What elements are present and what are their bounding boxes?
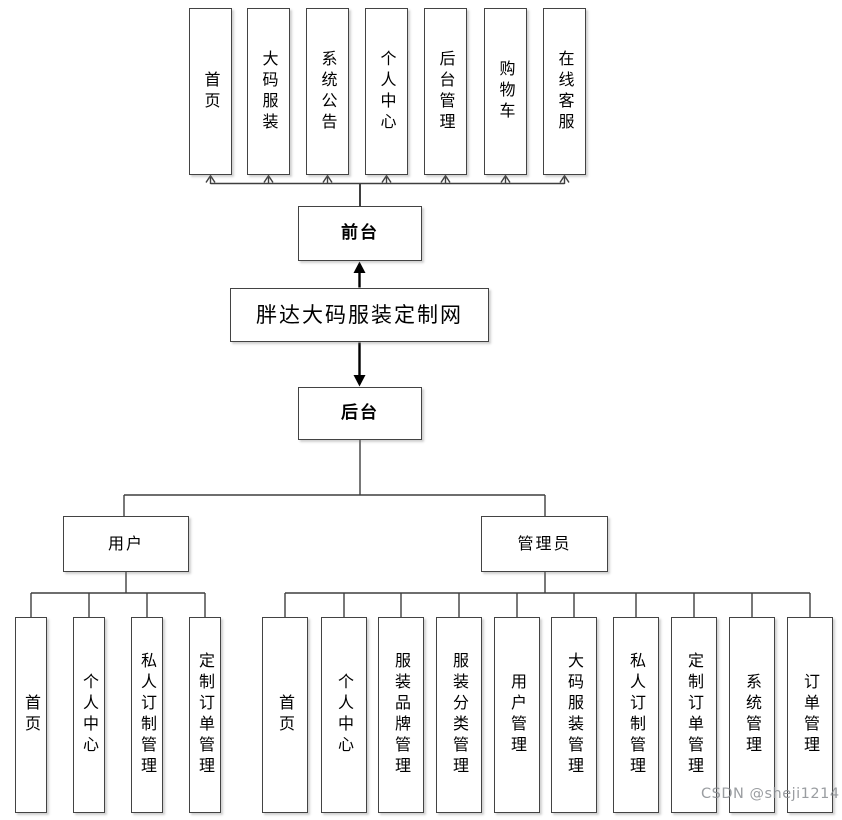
top-box-system-announcement: 系统公告 (306, 8, 349, 175)
top-box-plus-size-clothing-label: 大码服装 (259, 49, 279, 134)
arrow-up-chevron-icons (205, 174, 570, 183)
user-tree-lines (30, 572, 206, 617)
top-box-system-announcement-label: 系统公告 (318, 49, 338, 134)
admin-box-personal-center-label: 个人中心 (335, 673, 354, 757)
user-box-personal-center: 个人中心 (73, 617, 105, 813)
admin-box-user-management: 用户管理 (494, 617, 540, 813)
top-box-shopping-cart-label: 购物车 (496, 60, 516, 123)
user-role-label: 用户 (107, 534, 144, 553)
admin-box-personal-center: 个人中心 (321, 617, 367, 813)
top-box-plus-size-clothing: 大码服装 (247, 8, 290, 175)
user-box-home-label: 首页 (22, 694, 41, 736)
admin-box-home-label: 首页 (276, 694, 295, 736)
admin-role-box: 管理员 (481, 516, 608, 572)
user-box-private-customization-management-label: 私人订制管理 (138, 652, 157, 778)
top-box-personal-center: 个人中心 (365, 8, 408, 175)
admin-box-private-customization-management: 私人订制管理 (613, 617, 659, 813)
admin-box-private-customization-management-label: 私人订制管理 (627, 652, 646, 778)
admin-role-label: 管理员 (517, 534, 572, 553)
user-box-personal-center-label: 个人中心 (80, 673, 99, 757)
admin-box-system-management-label: 系统管理 (743, 673, 762, 757)
admin-box-plus-size-clothing-management-label: 大码服装管理 (565, 652, 584, 778)
admin-box-clothing-category-management-label: 服装分类管理 (450, 652, 469, 778)
admin-box-order-management: 订单管理 (787, 617, 833, 813)
backend-label: 后台 (341, 403, 379, 423)
user-box-custom-order-management-label: 定制订单管理 (196, 652, 215, 778)
site-title-label: 胖达大码服装定制网 (256, 302, 463, 327)
top-box-shopping-cart: 购物车 (484, 8, 527, 175)
admin-box-home: 首页 (262, 617, 308, 813)
admin-box-system-management: 系统管理 (729, 617, 775, 813)
top-box-home: 首页 (189, 8, 232, 175)
arrow-up-icon (353, 261, 366, 288)
top-box-home-label: 首页 (201, 70, 221, 113)
top-box-personal-center-label: 个人中心 (377, 49, 397, 134)
arrow-down-icon (353, 342, 366, 387)
site-title-box: 胖达大码服装定制网 (230, 288, 489, 342)
admin-tree-lines (284, 572, 811, 617)
admin-box-order-management-label: 订单管理 (801, 673, 820, 757)
admin-box-custom-order-management: 定制订单管理 (671, 617, 717, 813)
user-box-private-customization-management: 私人订制管理 (131, 617, 163, 813)
frontend-label: 前台 (341, 223, 379, 243)
admin-box-clothing-category-management: 服装分类管理 (436, 617, 482, 813)
admin-box-user-management-label: 用户管理 (508, 673, 527, 757)
top-box-online-service-label: 在线客服 (555, 49, 575, 134)
admin-box-plus-size-clothing-management: 大码服装管理 (551, 617, 597, 813)
backend-tree-lines (123, 440, 546, 516)
top-box-backend-management: 后台管理 (424, 8, 467, 175)
watermark: CSDN @sheji1214 (701, 786, 840, 802)
frontend-box: 前台 (298, 206, 422, 261)
user-box-custom-order-management: 定制订单管理 (189, 617, 221, 813)
top-box-backend-management-label: 后台管理 (436, 49, 456, 134)
top-box-online-service: 在线客服 (543, 8, 586, 175)
user-box-home: 首页 (15, 617, 47, 813)
admin-box-custom-order-management-label: 定制订单管理 (685, 652, 704, 778)
admin-box-clothing-brand-management: 服装品牌管理 (378, 617, 424, 813)
admin-box-clothing-brand-management-label: 服装品牌管理 (392, 652, 411, 778)
backend-box: 后台 (298, 387, 422, 440)
user-role-box: 用户 (63, 516, 189, 572)
frontend-tree-lines (205, 174, 570, 206)
